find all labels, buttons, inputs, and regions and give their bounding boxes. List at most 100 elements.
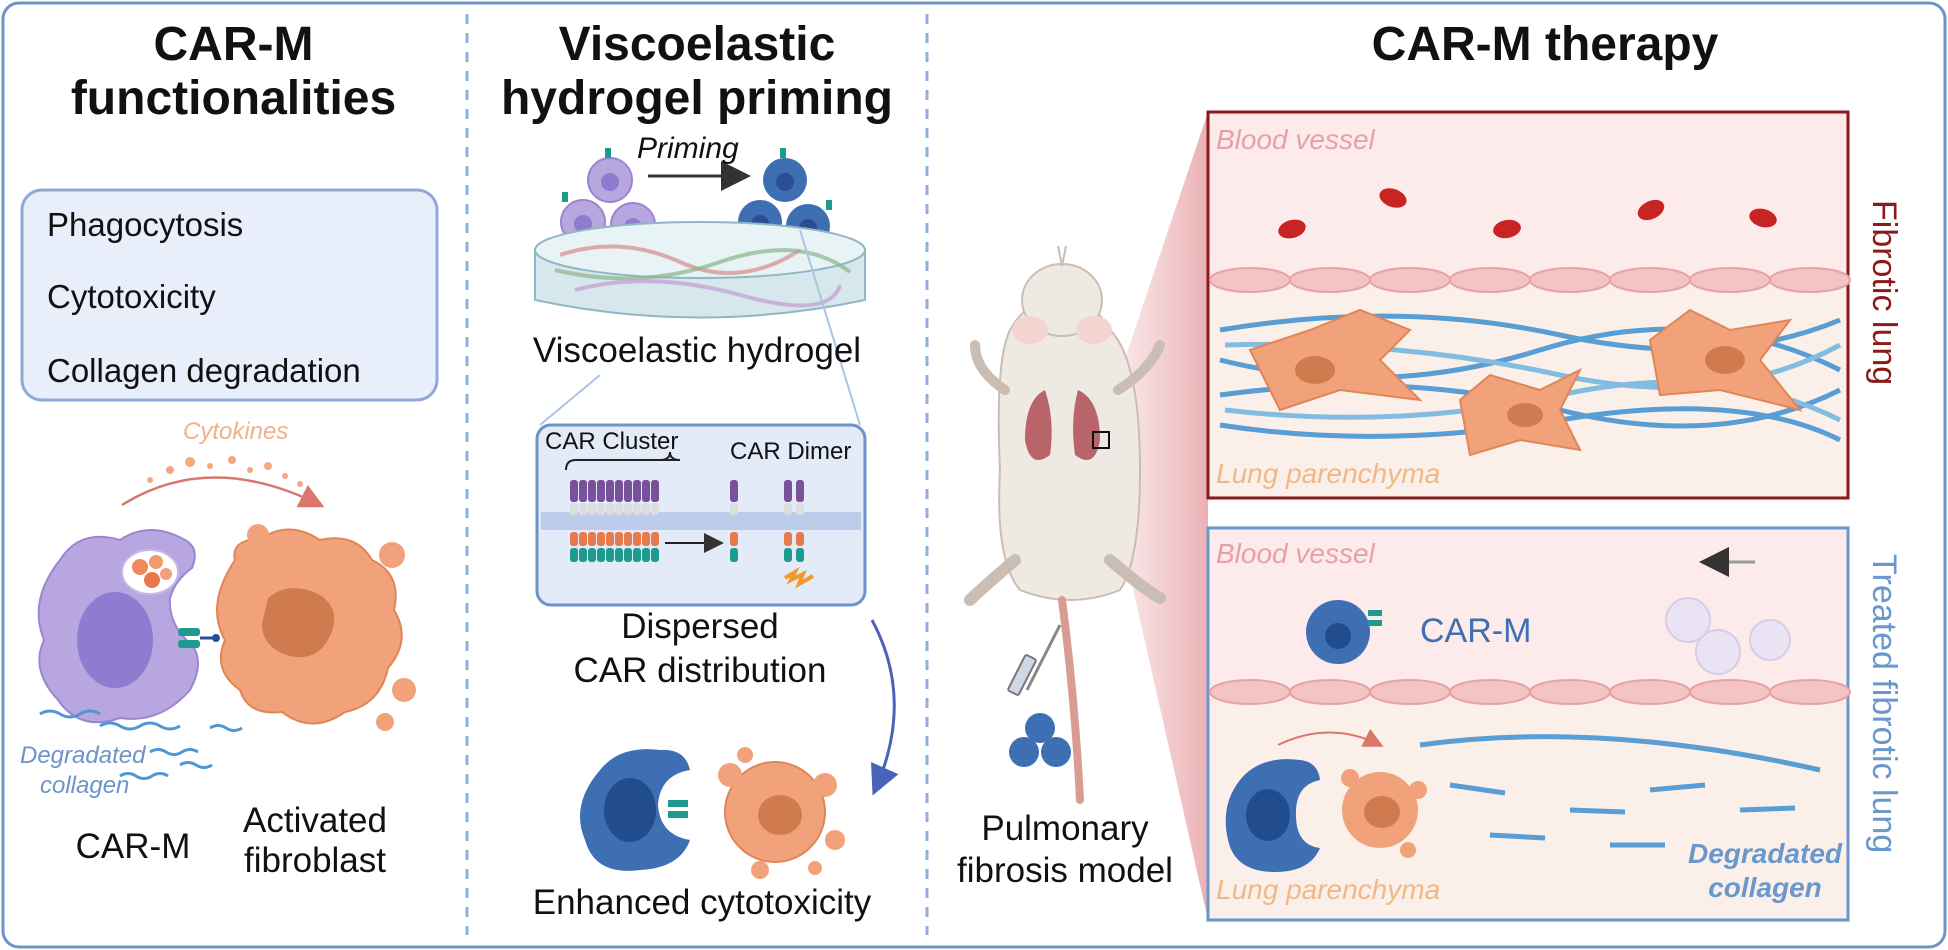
priming-title-2: hydrogel priming (500, 72, 893, 125)
injected-carm-cells (1009, 713, 1071, 767)
endothelial-cell (1609, 267, 1691, 293)
treated-lung-side-label: Treated fibrotic lung (1865, 554, 1903, 854)
car-signal-domain (606, 532, 614, 546)
car-signal-domain (784, 548, 792, 562)
car-signal-domain (570, 548, 578, 562)
car-dimer (730, 480, 804, 562)
car-hinge-domain (615, 503, 623, 515)
zoom-beam (1100, 112, 1208, 920)
car-hinge-domain (796, 503, 804, 515)
carm-purple-cell (37, 529, 220, 724)
endothelial-cell (1689, 267, 1771, 293)
car-hinge-domain (624, 503, 632, 515)
car-signal-domain (730, 548, 738, 562)
enhanced-macrophage (580, 749, 690, 871)
dispersed-label-1: Dispersed (621, 607, 779, 646)
model-label-2: fibrosis model (957, 851, 1173, 890)
priming-arrow-label: Priming (637, 132, 739, 165)
fibrotic-parenchyma-label: Lung parenchyma (1216, 458, 1441, 489)
car-hinge-domain (651, 503, 659, 515)
endothelial-cell (1449, 679, 1531, 705)
enhanced-cytotoxicity-label: Enhanced cytotoxicity (532, 883, 872, 922)
treated-endothelium (1209, 679, 1851, 705)
treated-parenchyma-label: Lung parenchyma (1216, 874, 1441, 905)
car-hinge-domain (579, 503, 587, 515)
endothelial-cell (1529, 679, 1611, 705)
enhanced-arrow (870, 619, 899, 796)
endothelial-cell (1209, 679, 1291, 705)
car-scfv-domain (633, 480, 641, 502)
functionality-item: Collagen degradation (47, 352, 361, 389)
car-dimer-label: CAR Dimer (730, 438, 852, 465)
endothelial-cell (1529, 267, 1611, 293)
car-hinge-domain (633, 503, 641, 515)
cytokines-label: Cytokines (183, 418, 289, 445)
car-hinge-domain (570, 503, 578, 515)
therapy-title: CAR-M therapy (1371, 18, 1719, 71)
degraded-collagen-label-2: collagen (40, 772, 130, 799)
degraded-collagen-label-1: Degradated (20, 742, 146, 769)
hydrogel-dish (534, 221, 866, 319)
endothelial-cell (1289, 267, 1371, 293)
fibrotic-lung-side-label: Fibrotic lung (1865, 200, 1903, 386)
car-signal-domain (597, 548, 605, 562)
car-scfv-domain (579, 480, 587, 502)
functionalities-title-2: functionalities (70, 72, 397, 125)
endothelial-cell (1449, 267, 1531, 293)
carm-label: CAR-M (75, 827, 191, 866)
treated-carm-engaging (1225, 759, 1427, 872)
car-signal-domain (730, 532, 738, 546)
car-hinge-domain (642, 503, 650, 515)
car-scfv-domain (615, 480, 623, 502)
car-signal-domain (642, 532, 650, 546)
zoom-line-right (799, 229, 861, 426)
treated-carm-cell (1306, 600, 1382, 664)
treated-blood-vessel-label: Blood vessel (1216, 538, 1375, 569)
car-hinge-domain (784, 503, 792, 515)
functionality-item: Cytotoxicity (47, 278, 216, 315)
functionalities-box (20, 188, 439, 402)
functionality-item: Phagocytosis (47, 206, 244, 243)
activated-fibroblast-label-1: Activated (243, 801, 387, 840)
endothelial-cell (1769, 267, 1851, 293)
car-signal-domain (615, 532, 623, 546)
fibrotic-endothelium (1209, 267, 1851, 293)
dispersed-label-2: CAR distribution (573, 651, 827, 690)
car-scfv-domain (606, 480, 614, 502)
car-signal-domain (796, 532, 804, 546)
car-scfv-domain (570, 480, 578, 502)
car-signal-domain (588, 548, 596, 562)
car-signal-domain (624, 532, 632, 546)
car-signal-domain (784, 532, 792, 546)
car-signal-domain (651, 532, 659, 546)
zoom-line-left (539, 374, 601, 426)
mouse-illustration (964, 245, 1166, 804)
car-signal-domain (633, 548, 641, 562)
car-signal-domain (642, 548, 650, 562)
treated-degraded-label-2: collagen (1708, 872, 1822, 903)
car-hinge-domain (730, 503, 738, 515)
car-signal-domain (570, 532, 578, 546)
endothelial-cell (1369, 679, 1451, 705)
treated-degraded-label-1: Degradated (1687, 838, 1843, 869)
membrane (541, 512, 861, 530)
car-signal-domain (588, 532, 596, 546)
signal-bolt (783, 566, 814, 589)
activated-fibroblast-label-2: fibroblast (243, 841, 387, 880)
treated-cytokines-arrow (1277, 728, 1384, 747)
fibrotic-fibroblasts (1248, 308, 1803, 457)
enhanced-fibroblast (718, 747, 845, 879)
model-label-1: Pulmonary (981, 809, 1149, 848)
car-scfv-domain (597, 480, 605, 502)
car-cluster (570, 480, 659, 562)
activated-fibroblast-cell (216, 524, 416, 731)
endothelial-cell (1769, 679, 1851, 705)
car-hinge-domain (588, 503, 596, 515)
car-signal-domain (579, 548, 587, 562)
priming-title-1: Viscoelastic (558, 18, 836, 71)
car-scfv-domain (588, 480, 596, 502)
syringe-icon (1007, 624, 1062, 696)
hydrogel-label: Viscoelastic hydrogel (532, 331, 862, 370)
car-scfv-domain (624, 480, 632, 502)
treated-carm-label: CAR-M (1420, 612, 1532, 650)
